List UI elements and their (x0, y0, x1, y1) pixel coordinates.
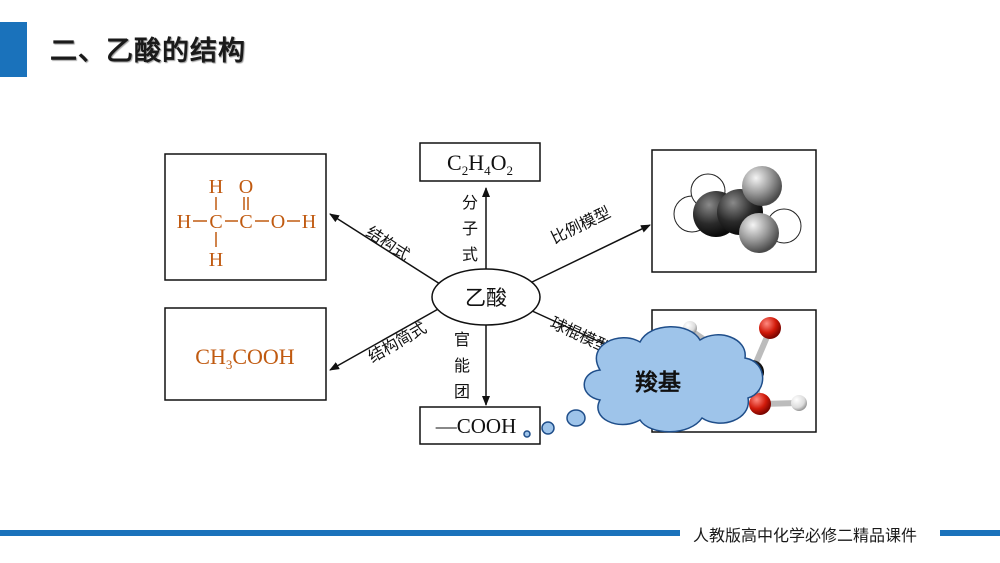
bubble-large (566, 409, 586, 427)
svg-text:子: 子 (462, 219, 478, 238)
arrow-space-filling (529, 224, 651, 284)
atom-o: O (271, 211, 285, 233)
label-structural: 结构式 (363, 222, 414, 264)
cloud-shape (583, 326, 764, 433)
functional-group: —COOH (435, 414, 517, 438)
center-ellipse (431, 268, 541, 326)
label-space-filling: 比例模型 (548, 202, 614, 247)
structural-bonds (193, 197, 300, 247)
molecular-formula-box (419, 142, 541, 182)
footer-text: 人教版高中化学必修二精品课件 (693, 526, 918, 545)
title-accent-bar (0, 22, 27, 77)
svg-text:能: 能 (454, 356, 470, 375)
label-molecular: 分 子 式 (462, 193, 478, 264)
callout-cloud (523, 326, 764, 438)
bubble-small (523, 430, 531, 438)
simple-formula: CH3COOH (195, 344, 295, 372)
arrow-simple (329, 307, 441, 371)
footer-line-left (0, 530, 680, 536)
atom-h-left: H (177, 211, 191, 233)
molecular-formula: C2H4O2 (447, 150, 513, 178)
atom-o-top: O (239, 176, 253, 198)
label-simple: 结构简式 (365, 318, 430, 366)
structural-formula: H O H C C O H H (177, 176, 316, 271)
footer-line-right (940, 530, 1000, 536)
atom-c1: C (209, 211, 222, 233)
svg-text:式: 式 (462, 245, 478, 264)
callout-text: 羧基 (635, 369, 682, 396)
functional-group-box (419, 406, 541, 445)
arrow-structural (329, 213, 441, 285)
svg-text:团: 团 (454, 382, 470, 401)
structural-formula-box (164, 153, 327, 281)
space-filling-model (673, 166, 802, 253)
center-label: 乙酸 (465, 286, 507, 310)
atom-h-bottom: H (209, 249, 223, 271)
atom-h-right: H (302, 211, 316, 233)
svg-text:分: 分 (462, 193, 478, 212)
page-title: 二、乙酸的结构 (50, 36, 246, 67)
atom-c2: C (239, 211, 252, 233)
label-functional: 官 能 团 (454, 330, 470, 401)
simple-formula-box (164, 307, 327, 401)
atom-h-top: H (209, 176, 223, 198)
svg-text:官: 官 (454, 330, 470, 349)
bubble-medium (541, 421, 555, 435)
